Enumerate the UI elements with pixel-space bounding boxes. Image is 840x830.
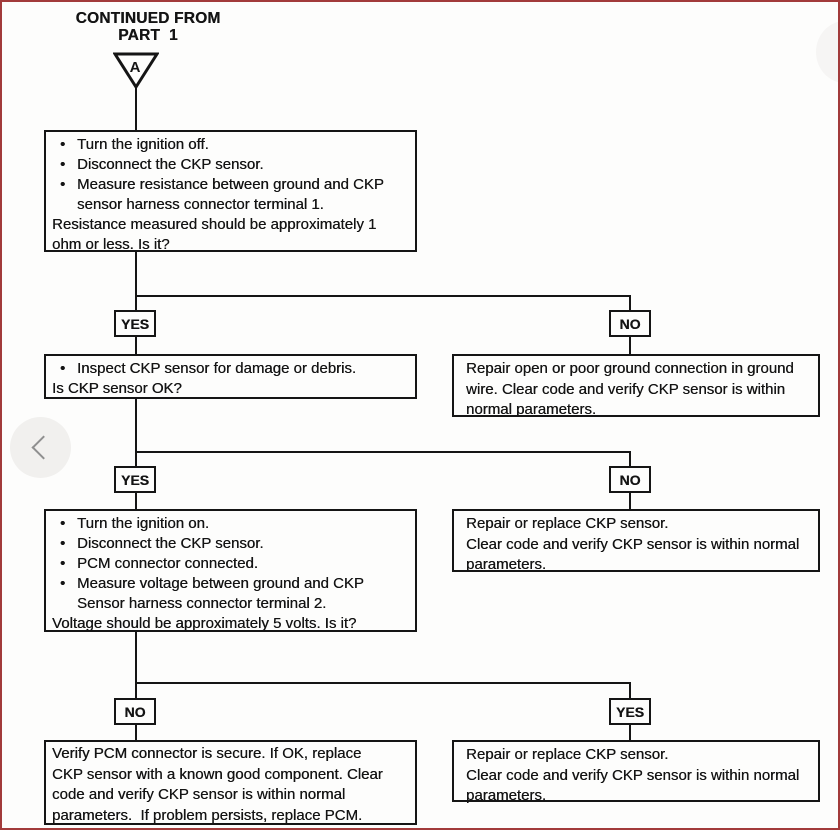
header-line1: CONTINUED FROM	[75, 10, 221, 27]
repair-replace-box-2: Repair or replace CKP sensor. Clear code…	[452, 740, 820, 804]
step-line: ohm or less. Is it?	[52, 236, 170, 253]
carousel-next-button[interactable]	[816, 21, 838, 83]
step-line: CKP sensor with a known good component. …	[52, 765, 383, 783]
repair-ground-box: Repair open or poor ground connection in…	[452, 354, 820, 418]
step-text: Turn the ignition on.	[77, 515, 210, 532]
no-label-row2: NO	[609, 466, 651, 493]
step3-box: • Turn the ignition on. • Disconnect the C…	[44, 509, 417, 632]
flow-line	[629, 451, 631, 468]
carousel-prev-button[interactable]	[10, 417, 71, 478]
step-line: Repair open or poor ground connection in…	[466, 360, 794, 377]
step-line: • Disconnect the CKP sensor.	[46, 155, 415, 175]
step-text: PCM connector connected.	[77, 555, 258, 572]
step-line: • PCM connector connected.	[46, 554, 415, 574]
step-line: • Inspect CKP sensor for damage or debris…	[46, 359, 415, 379]
step-line: Clear code and verify CKP sensor is with…	[466, 766, 800, 784]
step-text: Turn the ignition off.	[77, 136, 209, 153]
step-text: Measure resistance between ground and CK…	[77, 176, 384, 193]
step4-box: Verify PCM connector is secure. If OK, r…	[44, 740, 417, 825]
step-line: • Measure voltage between ground and CKP	[46, 574, 415, 594]
no-label-row3: NO	[114, 698, 156, 725]
step-line: normal parameters.	[466, 401, 597, 418]
step-text: Measure voltage between ground and CKP	[77, 575, 364, 592]
yes-label-row3: YES	[609, 698, 651, 725]
flow-line	[135, 451, 137, 468]
bullet-icon: •	[60, 575, 66, 592]
no-label-row1: NO	[609, 310, 651, 337]
step-line: Repair or replace CKP sensor.	[466, 515, 669, 532]
step-line: Verify PCM connector is secure. If OK, r…	[52, 745, 362, 762]
bullet-icon: •	[60, 535, 66, 552]
step-line: Clear code and verify CKP sensor is with…	[466, 535, 800, 553]
step-line: Repair or replace CKP sensor.	[466, 746, 669, 763]
flow-line	[135, 398, 137, 453]
step-text: Disconnect the CKP sensor.	[77, 156, 264, 173]
flow-line	[629, 724, 631, 742]
flow-line	[629, 295, 631, 312]
step-line: Voltage should be approximately 5 volts.…	[52, 615, 357, 632]
yes-label-row2: YES	[114, 466, 156, 493]
step-line: • Turn the ignition off.	[46, 135, 415, 155]
flow-line	[135, 336, 137, 356]
continued-from-header: CONTINUED FROM PART 1	[60, 10, 236, 44]
step-line: code and verify CKP sensor is within nor…	[52, 786, 346, 803]
step-line: parameters.	[466, 556, 547, 573]
connector-a-triangle-icon: A	[113, 52, 159, 90]
bullet-icon: •	[60, 136, 66, 153]
step-line: • Disconnect the CKP sensor.	[46, 534, 415, 554]
chevron-left-icon	[31, 435, 56, 460]
header-line2: PART 1	[118, 27, 178, 44]
bullet-icon: •	[60, 515, 66, 532]
step-text: Inspect CKP sensor for damage or debris.	[77, 360, 357, 377]
flow-line	[629, 336, 631, 356]
step-line: Sensor harness connector terminal 2.	[77, 595, 327, 612]
flow-line	[629, 492, 631, 511]
bullet-icon: •	[60, 176, 66, 193]
flow-line	[135, 631, 137, 684]
bullet-icon: •	[60, 360, 66, 377]
flow-line	[135, 88, 137, 132]
bullet-icon: •	[60, 156, 66, 173]
flow-line	[629, 682, 631, 700]
step-line: • Measure resistance between ground and C…	[46, 175, 415, 195]
flow-line	[135, 724, 137, 742]
flow-line	[135, 295, 137, 312]
step-line: parameters.	[466, 787, 547, 804]
repair-replace-box-1: Repair or replace CKP sensor. Clear code…	[452, 509, 820, 573]
flow-line	[135, 492, 137, 511]
flow-line	[135, 682, 631, 684]
step1-box: • Turn the ignition off. • Disconnect the …	[44, 130, 417, 253]
flow-line	[135, 682, 137, 700]
flow-line	[135, 451, 631, 453]
yes-label-row1: YES	[114, 310, 156, 337]
step-line: parameters. If problem persists, replace…	[52, 806, 363, 824]
step-line: sensor harness connector terminal 1.	[77, 196, 324, 213]
step-line: wire. Clear code and verify CKP sensor i…	[466, 380, 786, 398]
bullet-icon: •	[60, 555, 66, 572]
step2-box: • Inspect CKP sensor for damage or debris…	[44, 354, 417, 399]
flow-line	[135, 252, 137, 297]
step-line: • Turn the ignition on.	[46, 514, 415, 534]
step-line: Resistance measured should be approximat…	[52, 216, 377, 233]
flow-line	[135, 295, 631, 297]
step-line: Is CKP sensor OK?	[52, 380, 182, 397]
connector-a-label: A	[130, 59, 141, 76]
step-text: Disconnect the CKP sensor.	[77, 535, 264, 552]
